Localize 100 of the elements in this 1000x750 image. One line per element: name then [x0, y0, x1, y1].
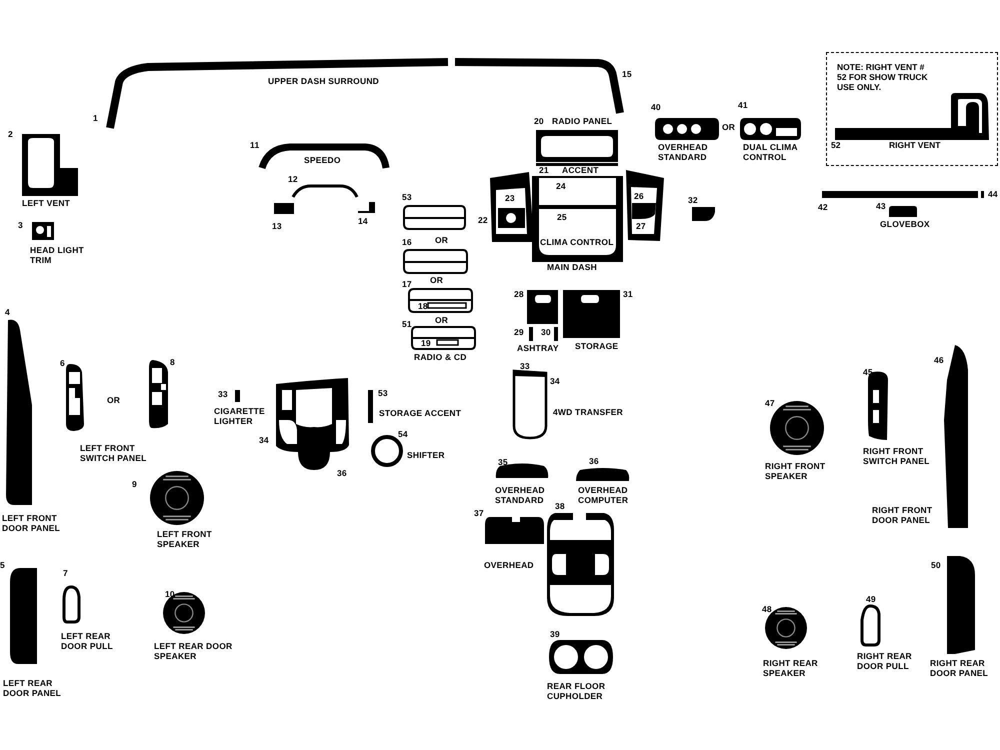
- callout-number: 50: [931, 561, 941, 571]
- part-label: RIGHT REAR DOOR PANEL: [930, 659, 990, 679]
- part-label: LEFT FRONT DOOR PANEL: [2, 514, 62, 534]
- part-label: GLOVEBOX: [880, 220, 930, 230]
- part-label: RIGHT REAR SPEAKER: [763, 659, 819, 679]
- callout-number: 15: [622, 70, 632, 80]
- part-label: LEFT REAR DOOR PULL: [61, 632, 114, 652]
- part-label: 4WD TRANSFER: [553, 408, 623, 418]
- part-label: RIGHT FRONT SPEAKER: [765, 462, 826, 482]
- part-label: HEAD LIGHT TRIM: [30, 246, 85, 266]
- part-label: RIGHT REAR DOOR PULL: [857, 652, 913, 672]
- callout-number: 8: [170, 358, 175, 368]
- part-label: RIGHT FRONT SWITCH PANEL: [863, 447, 930, 467]
- console-trim-drawing: [547, 513, 614, 616]
- option-label: OR: [430, 276, 444, 286]
- callout-number: 7: [63, 569, 68, 579]
- note-text: NOTE: RIGHT VENT # 52 FOR SHOW TRUCK USE ONLY.: [837, 63, 929, 92]
- callout-number: 27: [636, 222, 646, 232]
- part-label: CIGARETTE LIGHTER: [214, 407, 266, 427]
- callout-number: 31: [623, 290, 633, 300]
- callout-number: 5: [0, 561, 5, 571]
- callout-number: 9: [132, 480, 137, 490]
- part-label: LEFT FRONT SWITCH PANEL: [80, 444, 148, 464]
- callout-number: 40: [651, 103, 661, 113]
- callout-number: 36: [589, 457, 599, 467]
- part-label: OVERHEAD STANDARD: [495, 486, 546, 506]
- callout-number: 33: [520, 362, 530, 372]
- callout-number: 51: [402, 320, 412, 330]
- part-label: OVERHEAD COMPUTER: [578, 486, 630, 506]
- callout-number: 22: [478, 216, 488, 226]
- callout-number: 13: [272, 222, 282, 232]
- part-label: REAR FLOOR CUPHOLDER: [547, 682, 606, 702]
- part-label: RADIO & CD: [414, 353, 467, 363]
- callout-number: 19: [421, 339, 431, 349]
- part-label: SPEEDO: [304, 156, 341, 166]
- callout-number: 30: [541, 328, 551, 338]
- callout-number: 34: [550, 377, 560, 387]
- callout-number: 1: [93, 114, 98, 124]
- callout-number: 52: [831, 141, 840, 151]
- part-label: RADIO PANEL: [552, 117, 612, 127]
- callout-number: 53: [402, 193, 412, 203]
- part-label: UPPER DASH SURROUND: [268, 77, 380, 87]
- callout-number: 12: [288, 175, 298, 185]
- callout-number: 41: [738, 101, 748, 111]
- callout-number: 53: [378, 389, 388, 399]
- callout-number: 11: [250, 141, 260, 151]
- part-label: OVERHEAD: [484, 561, 534, 571]
- part-label: STORAGE ACCENT: [379, 409, 462, 419]
- part-label: ACCENT: [562, 166, 599, 176]
- callout-number: 18: [418, 302, 428, 312]
- callout-number: 35: [498, 458, 508, 468]
- callout-number: 54: [398, 430, 408, 440]
- callout-number: 6: [60, 359, 65, 369]
- callout-number: 36: [337, 469, 347, 479]
- part-label: ASHTRAY: [517, 344, 559, 354]
- callout-number: 25: [557, 213, 567, 223]
- callout-number: 49: [866, 595, 876, 605]
- callout-number: 44: [988, 190, 998, 200]
- callout-number: 42: [818, 203, 828, 213]
- callout-number: 38: [555, 502, 565, 512]
- console-trim-drawing: [276, 378, 350, 471]
- part-label: CLIMA CONTROL: [540, 238, 614, 248]
- callout-number: 34: [259, 436, 269, 446]
- callout-number: 43: [876, 202, 886, 212]
- option-label: OR: [435, 236, 448, 246]
- callout-number: 24: [556, 182, 566, 192]
- part-label: STORAGE: [575, 342, 618, 352]
- callout-number: 17: [402, 280, 412, 290]
- callout-number: 2: [8, 130, 13, 140]
- callout-number: 39: [550, 630, 560, 640]
- callout-number: 46: [934, 356, 944, 366]
- callout-number: 26: [634, 192, 644, 202]
- callout-number: 3: [18, 221, 23, 231]
- callout-number: 48: [762, 605, 772, 615]
- note-box: [826, 52, 998, 166]
- part-label: MAIN DASH: [547, 263, 597, 273]
- callout-number: 23: [505, 194, 515, 204]
- part-label: LEFT REAR DOOR PANEL: [3, 679, 62, 699]
- part-label: RIGHT FRONT DOOR PANEL: [872, 506, 934, 526]
- part-label: RIGHT VENT: [889, 141, 940, 151]
- callout-number: 29: [514, 328, 524, 338]
- part-label: SHIFTER: [407, 451, 445, 461]
- part-label: OVERHEAD STANDARD: [658, 143, 709, 163]
- part-label: LEFT REAR DOOR SPEAKER: [154, 642, 234, 662]
- callout-number: 14: [358, 217, 368, 227]
- callout-number: 4: [5, 308, 10, 318]
- callout-number: 33: [218, 390, 228, 400]
- callout-number: 28: [514, 290, 524, 300]
- part-label: LEFT VENT: [22, 199, 70, 209]
- part-label: LEFT FRONT SPEAKER: [157, 530, 213, 550]
- callout-number: 21: [539, 166, 549, 176]
- option-label: OR: [435, 316, 448, 326]
- option-label: OR: [722, 123, 736, 133]
- callout-number: 16: [402, 238, 412, 248]
- callout-number: 32: [688, 196, 698, 206]
- callout-number: 47: [765, 399, 775, 409]
- callout-number: 20: [534, 117, 544, 127]
- part-label: DUAL CLIMA CONTROL: [743, 143, 798, 163]
- callout-number: 37: [474, 509, 484, 519]
- option-label: OR: [107, 396, 120, 406]
